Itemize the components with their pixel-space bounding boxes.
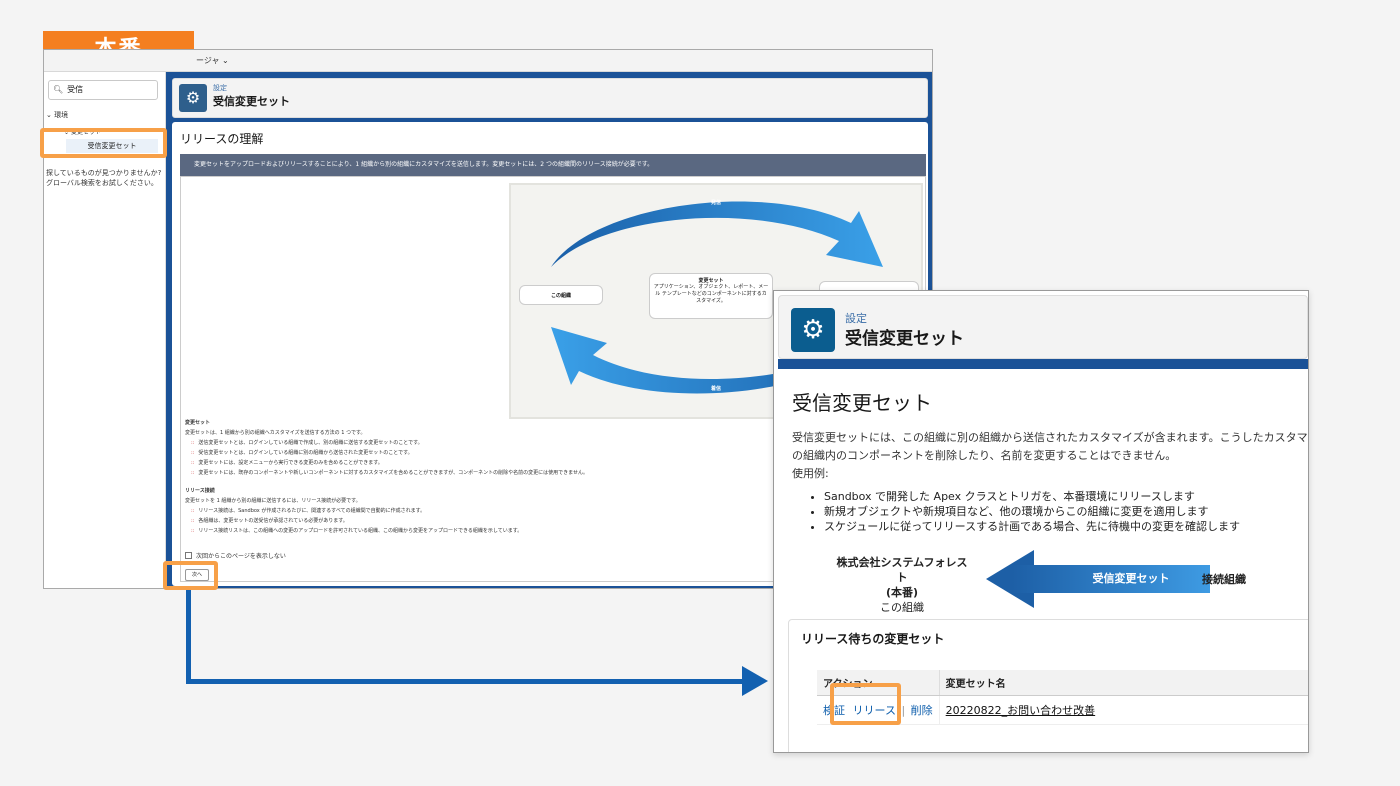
breadcrumb: 設定 (845, 312, 867, 325)
use-cases-list: Sandbox で開発した Apex クラスとトリガを、本番環境にリリースします… (824, 489, 1240, 534)
tree-item-inbound-change-sets[interactable]: 受信変更セット (66, 139, 158, 153)
tree-root-label: 環境 (54, 111, 69, 119)
panel-title: リリース待ちの変更セット (801, 632, 945, 646)
action-cell: 検証 リリース | 削除 (817, 695, 940, 725)
setup-sidebar: 🔍︎受信 ⌄ 環境 ⌄ 変更セット 受信変更セット 探しているものが見つかりませ… (44, 72, 166, 588)
content-heading: 受信変更セット (792, 391, 932, 415)
table-header-row: アクション 変更セット名 (817, 670, 1308, 696)
this-org-label: 株式会社システムフォレスト (本番) この組織 (832, 555, 972, 615)
page-title: 受信変更セット (845, 329, 964, 349)
quick-find-value: 受信 (67, 85, 84, 94)
section1-item: 変更セットには、既存のコンポーネントや新しいコンポーネントに対するカスタマイズを… (191, 469, 588, 476)
org-env: (本番) (885, 586, 919, 599)
section2-item: リリース接続リストは、この組織への変更のアップロードを許可されている組織、この組… (191, 527, 522, 534)
tree-child-label: 変更セット (70, 129, 101, 136)
description-line: の組織内のコンポーネントを削除したり、名前を変更することはできません。 (792, 449, 1177, 462)
section2-item: リリース接続は、Sandbox が作成されるたびに、関連するすべての組織間で自動… (191, 507, 425, 514)
top-bar: ージャ ⌄ (44, 50, 932, 72)
org-role: この組織 (880, 601, 924, 614)
tree-item-environment[interactable]: ⌄ 環境 (46, 111, 69, 119)
inbound-label: 着信 (711, 386, 722, 392)
next-button[interactable]: 次へ (185, 569, 209, 581)
gear-icon: ⚙ (179, 84, 207, 112)
header-strip (778, 359, 1308, 369)
highlight-inbound-menu (40, 128, 167, 158)
connected-org-label: 接続組織 (1202, 573, 1246, 586)
page-header: ⚙ 設定 受信変更セット (778, 295, 1308, 359)
column-header-name: 変更セット名 (939, 670, 1308, 696)
checkbox-label: 次回からこのページを表示しない (196, 553, 286, 560)
delete-link[interactable]: 削除 (910, 704, 933, 717)
connector-line-horizontal (186, 679, 746, 684)
highlight-release-link (830, 683, 901, 725)
outbound-label: 発信 (711, 200, 722, 206)
separator: | (901, 704, 906, 717)
connector-arrow-head (742, 666, 768, 696)
description-line: 受信変更セットには、この組織に別の組織から送信されたカスタマイズが含まれます。こ… (792, 431, 1308, 444)
section1-title: 変更セット (185, 420, 211, 426)
column-header-action: アクション (817, 670, 940, 696)
section1-item: 送信変更セットとは、ログインしている組織で作成し、別の組織に送信する変更セットの… (191, 439, 422, 446)
pending-change-sets-panel: リリース待ちの変更セット アクション 変更セット名 検証 リリース | 削除 (788, 619, 1308, 752)
section2-item: 各組織は、変更セットの送受信が承認されている必要があります。 (191, 517, 347, 524)
no-results-hint: 探しているものが見つかりませんか? グローバル検索をお試しください。 (46, 169, 162, 187)
section1-intro: 変更セットは、1 組織から別の組織へカスタマイズを送信する方法の 1 つです。 (185, 430, 366, 436)
change-set-name-link[interactable]: 20220822_お問い合わせ改善 (945, 704, 1096, 717)
app-dropdown-label: ージャ (196, 56, 220, 65)
org-name: 株式会社システムフォレスト (836, 556, 968, 584)
intro-band: 変更セットをアップロードおよびリリースすることにより、1 組織から別の組織にカス… (180, 154, 926, 176)
connector-line-vertical (186, 590, 191, 684)
highlight-next-button (163, 561, 218, 590)
quick-find-input[interactable]: 🔍︎受信 (48, 80, 158, 100)
inbound-change-sets-window: ⚙ 設定 受信変更セット 受信変更セット 受信変更セットには、この組織に別の組織… (773, 290, 1309, 753)
section1-item: 受信変更セットとは、ログインしている組織に別の組織から送信された変更セットのこと… (191, 449, 412, 456)
use-case-item: Sandbox で開発した Apex クラスとトリガを、本番環境にリリースします (824, 489, 1240, 504)
release-link[interactable]: リリース (852, 704, 896, 717)
section1-item: 変更セットには、設定メニューから実行できる変更のみを含めることができます。 (191, 459, 382, 466)
section2-intro: 変更セットを 1 組織から別の組織に送信するには、リリース接続が必要です。 (185, 498, 361, 504)
page-title: 受信変更セット (213, 95, 290, 108)
change-set-name-cell: 20220822_お問い合わせ改善 (939, 695, 1308, 725)
change-set-box-title: 変更セット (698, 278, 724, 284)
search-icon: 🔍︎ (53, 85, 64, 94)
use-case-item: スケジュールに従ってリリースする計画である場合、先に待機中の変更を確認します (824, 519, 1240, 534)
page-header: ⚙ 設定 受信変更セット (172, 78, 928, 118)
use-case-item: 新規オブジェクトや新規項目など、他の環境からこの組織に変更を適用します (824, 504, 1240, 519)
app-dropdown[interactable]: ージャ ⌄ (196, 53, 236, 69)
validate-link[interactable]: 検証 (823, 704, 845, 717)
tree-item-change-sets[interactable]: ⌄ 変更セット (64, 129, 101, 136)
section-title: リリースの理解 (180, 132, 264, 146)
checkbox-box[interactable] (185, 552, 192, 559)
gear-icon: ⚙ (791, 308, 835, 352)
dont-show-checkbox[interactable]: 次回からこのページを表示しない (185, 551, 286, 560)
breadcrumb: 設定 (213, 84, 227, 92)
description: 受信変更セットには、この組織に別の組織から送信されたカスタマイズが含まれます。こ… (792, 429, 1308, 465)
chevron-down-icon: ⌄ (222, 56, 229, 65)
change-set-box: 変更セット アプリケーション、オブジェクト、レポート、メール テンプレートなどの… (649, 273, 773, 319)
this-org-box: この組織 (519, 285, 603, 305)
change-set-box-text: アプリケーション、オブジェクト、レポート、メール テンプレートなどのコンポーネン… (653, 284, 769, 304)
inbound-arrow: 受信変更セット (1012, 565, 1210, 593)
table-row: 検証 リリース | 削除 20220822_お問い合わせ改善 (817, 695, 1308, 725)
use-cases-label: 使用例: (792, 467, 829, 480)
section2-title: リリース接続 (185, 488, 215, 494)
page-body: 受信変更セット 受信変更セットには、この組織に別の組織から送信されたカスタマイズ… (778, 369, 1308, 752)
pending-change-sets-table: アクション 変更セット名 検証 リリース | 削除 20220822_お問い合 (817, 670, 1308, 725)
